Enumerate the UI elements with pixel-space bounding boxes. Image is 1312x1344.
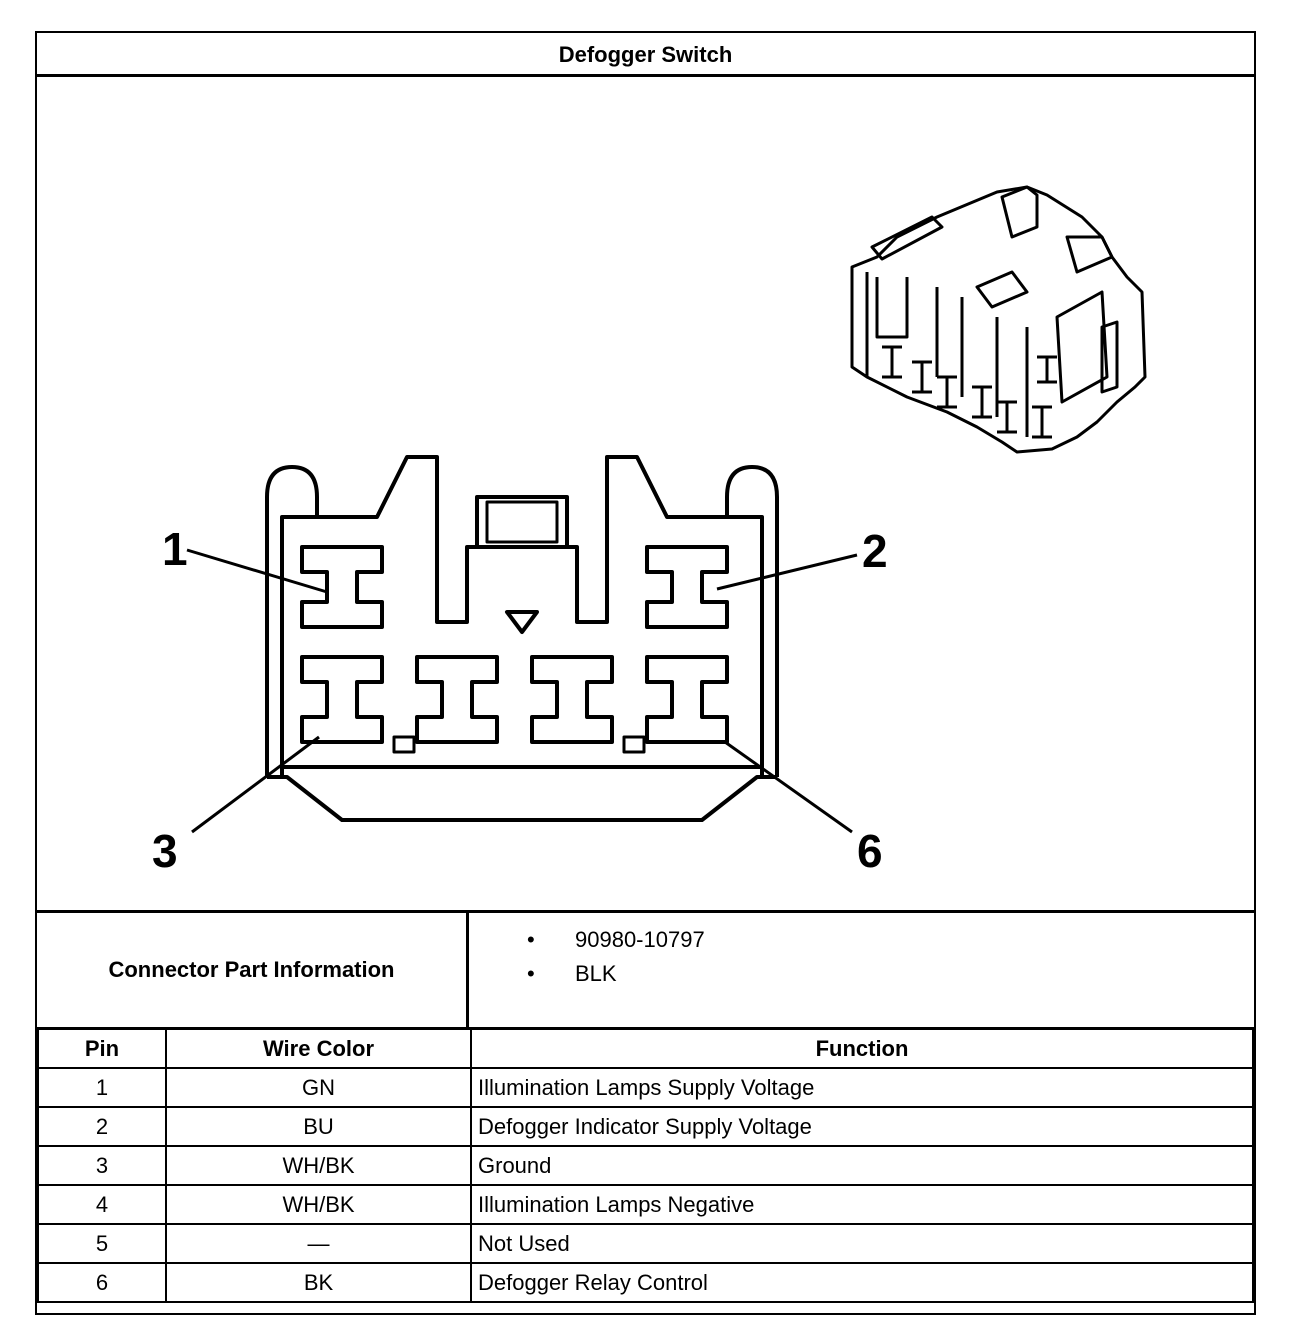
connector-color: BLK [527,957,705,991]
callout-pin-2: 2 [862,525,888,577]
wire-color: WH/BK [165,1184,472,1225]
pin-function: Illumination Lamps Supply Voltage [470,1067,1254,1108]
table-row: 2 BU Defogger Indicator Supply Voltage [37,1106,1254,1147]
pin-table: Pin Wire Color Function 1 GN Illuminatio… [37,1027,1254,1303]
header-function: Function [470,1027,1254,1069]
header-wire-color: Wire Color [165,1027,472,1069]
pin-function: Defogger Relay Control [470,1262,1254,1303]
wire-color: BU [165,1106,472,1147]
table-row: 3 WH/BK Ground [37,1145,1254,1186]
pin-number: 2 [37,1106,167,1147]
pin-table-header: Pin Wire Color Function [37,1027,1254,1069]
terminal-2 [645,545,729,629]
connector-diagram: 1 2 3 6 [37,77,1254,910]
terminal-4 [415,655,499,744]
connector-drawing: 1 2 3 6 [152,185,1147,877]
header-pin: Pin [37,1027,167,1069]
terminal-1 [300,545,384,629]
callout-pin-6: 6 [857,825,883,877]
pin-number: 4 [37,1184,167,1225]
connector-3d-illustration [850,185,1147,454]
pin-number: 1 [37,1067,167,1108]
pin-function: Ground [470,1145,1254,1186]
callout-pin-1: 1 [162,523,188,575]
terminal-3 [300,655,384,744]
pin-number: 3 [37,1145,167,1186]
connector-sheet: Defogger Switch [35,31,1256,1315]
wire-color: GN [165,1067,472,1108]
table-row: 1 GN Illumination Lamps Supply Voltage [37,1067,1254,1108]
pin-number: 6 [37,1262,167,1303]
callout-leaders [186,548,858,834]
wire-color: BK [165,1262,472,1303]
table-row: 4 WH/BK Illumination Lamps Negative [37,1184,1254,1225]
connector-part-information: Connector Part Information 90980-10797 B… [37,910,1254,1027]
pin-function: Not Used [470,1223,1254,1264]
connector-part-list: 90980-10797 BLK [469,913,705,991]
wire-color: — [165,1223,472,1264]
pin-function: Illumination Lamps Negative [470,1184,1254,1225]
terminal-5 [530,655,614,744]
pin-number: 5 [37,1223,167,1264]
sheet-title: Defogger Switch [37,33,1254,77]
table-row: 6 BK Defogger Relay Control [37,1262,1254,1303]
callout-pin-3: 3 [152,825,178,877]
wire-color: WH/BK [165,1145,472,1186]
connector-part-information-label: Connector Part Information [37,913,469,1027]
part-number: 90980-10797 [527,923,705,957]
connector-face [265,455,779,822]
table-row: 5 — Not Used [37,1223,1254,1264]
terminal-6 [645,655,729,744]
pin-function: Defogger Indicator Supply Voltage [470,1106,1254,1147]
